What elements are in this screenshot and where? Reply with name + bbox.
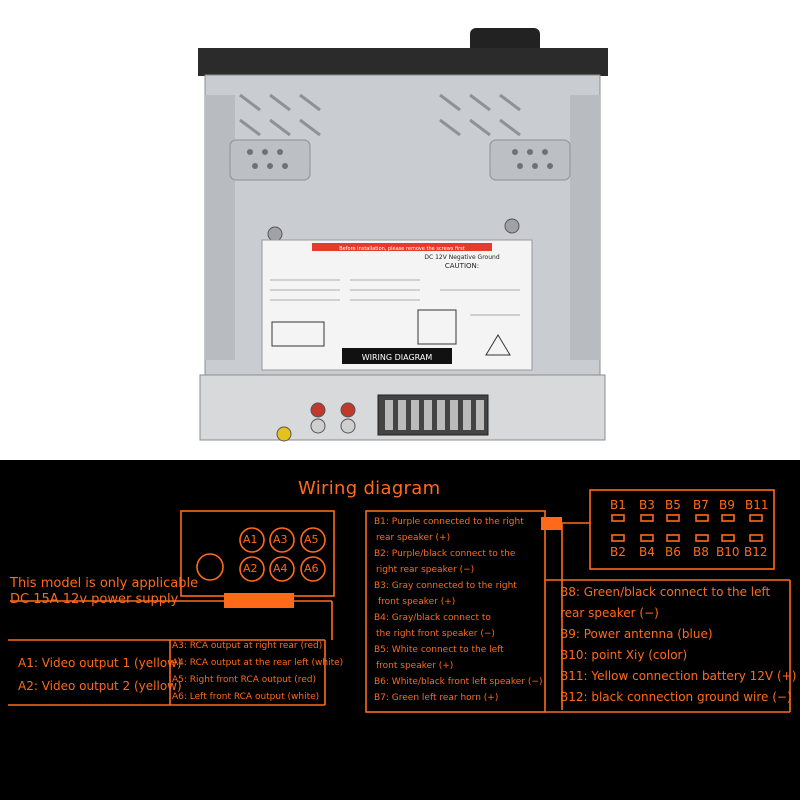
pin-b4: B4 bbox=[639, 545, 655, 559]
pin-b5: B5 bbox=[665, 498, 681, 512]
pin-b1: B1 bbox=[610, 498, 626, 512]
pin-b10: B10 bbox=[716, 545, 740, 559]
b3-line-2: front speaker (+) bbox=[378, 597, 456, 607]
b8-line-1: B8: Green/black connect to the left bbox=[560, 585, 771, 599]
pin-a1: A1 bbox=[243, 533, 258, 546]
b4-line-2: the right front speaker (−) bbox=[376, 629, 495, 639]
b8-line-2: rear speaker (−) bbox=[560, 606, 659, 620]
b5-line-1: B5: White connect to the left bbox=[374, 645, 504, 655]
b3-line-1: B3: Gray connected to the right bbox=[374, 581, 517, 591]
pin-b8: B8 bbox=[693, 545, 709, 559]
pin-a2: A2 bbox=[243, 562, 258, 575]
b-pin-slots bbox=[611, 514, 763, 542]
b2-line-1: B2: Purple/black connect to the bbox=[374, 549, 516, 559]
b1-line-1: B1: Purple connected to the right bbox=[374, 517, 524, 527]
a-pin-circles bbox=[239, 527, 326, 582]
pin-a6: A6 bbox=[304, 562, 319, 575]
label-a3: A3: RCA output at right rear (red) bbox=[172, 641, 323, 651]
middle-plug bbox=[541, 517, 562, 530]
b7-line: B7: Green left rear horn (+) bbox=[374, 693, 499, 703]
left-connector-box bbox=[180, 510, 335, 597]
b6-line: B6: White/black front left speaker (−) bbox=[374, 677, 543, 687]
pin-b6: B6 bbox=[665, 545, 681, 559]
b12-line: B12: black connection ground wire (−) bbox=[560, 690, 792, 704]
left-connector-hole bbox=[196, 553, 224, 581]
diagram-title: Wiring diagram bbox=[298, 478, 441, 499]
product-photo: Before installation, please remove the s… bbox=[0, 0, 800, 460]
pin-b2: B2 bbox=[610, 545, 626, 559]
pin-b9: B9 bbox=[719, 498, 735, 512]
power-note: This model is only applicable DC 15A 12v… bbox=[10, 576, 198, 608]
label-a4: A4: RCA output at the rear left (white) bbox=[172, 658, 344, 668]
pin-b12: B12 bbox=[744, 545, 768, 559]
b4-line-1: B4: Gray/black connect to bbox=[374, 613, 491, 623]
left-plug bbox=[224, 593, 294, 608]
pin-a5: A5 bbox=[304, 533, 319, 546]
b2-line-2: right rear speaker (−) bbox=[376, 565, 475, 575]
b11-line: B11: Yellow connection battery 12V (+) bbox=[560, 669, 797, 683]
pin-a4: A4 bbox=[273, 562, 288, 575]
photo-wiring-text: WIRING DIAGRAM bbox=[362, 353, 433, 362]
label-a6: A6: Left front RCA output (white) bbox=[172, 692, 320, 702]
b10-line: B10: point Xiy (color) bbox=[560, 648, 688, 662]
photo-dc-text: DC 12V Negative Ground bbox=[424, 254, 499, 261]
pin-a3: A3 bbox=[273, 533, 288, 546]
b5-line-2: front speaker (+) bbox=[376, 661, 454, 671]
photo-banner-text: Before installation, please remove the s… bbox=[339, 246, 465, 252]
pin-b3: B3 bbox=[639, 498, 655, 512]
label-a2: A2: Video output 2 (yellow) bbox=[18, 679, 182, 693]
power-note-line-2: DC 15A 12v power supply bbox=[10, 592, 179, 607]
middle-list-box bbox=[365, 510, 546, 713]
b1-line-2: rear speaker (+) bbox=[376, 533, 451, 543]
power-note-line-1: This model is only applicable bbox=[10, 576, 199, 591]
label-a5: A5: Right front RCA output (red) bbox=[172, 675, 317, 685]
b9-line: B9: Power antenna (blue) bbox=[560, 627, 713, 641]
right-connector-box bbox=[589, 489, 775, 570]
photo-caution-text: CAUTION: bbox=[445, 262, 479, 270]
pin-b7: B7 bbox=[693, 498, 709, 512]
label-a1: A1: Video output 1 (yellow) bbox=[18, 656, 182, 670]
pin-b11: B11 bbox=[745, 498, 769, 512]
